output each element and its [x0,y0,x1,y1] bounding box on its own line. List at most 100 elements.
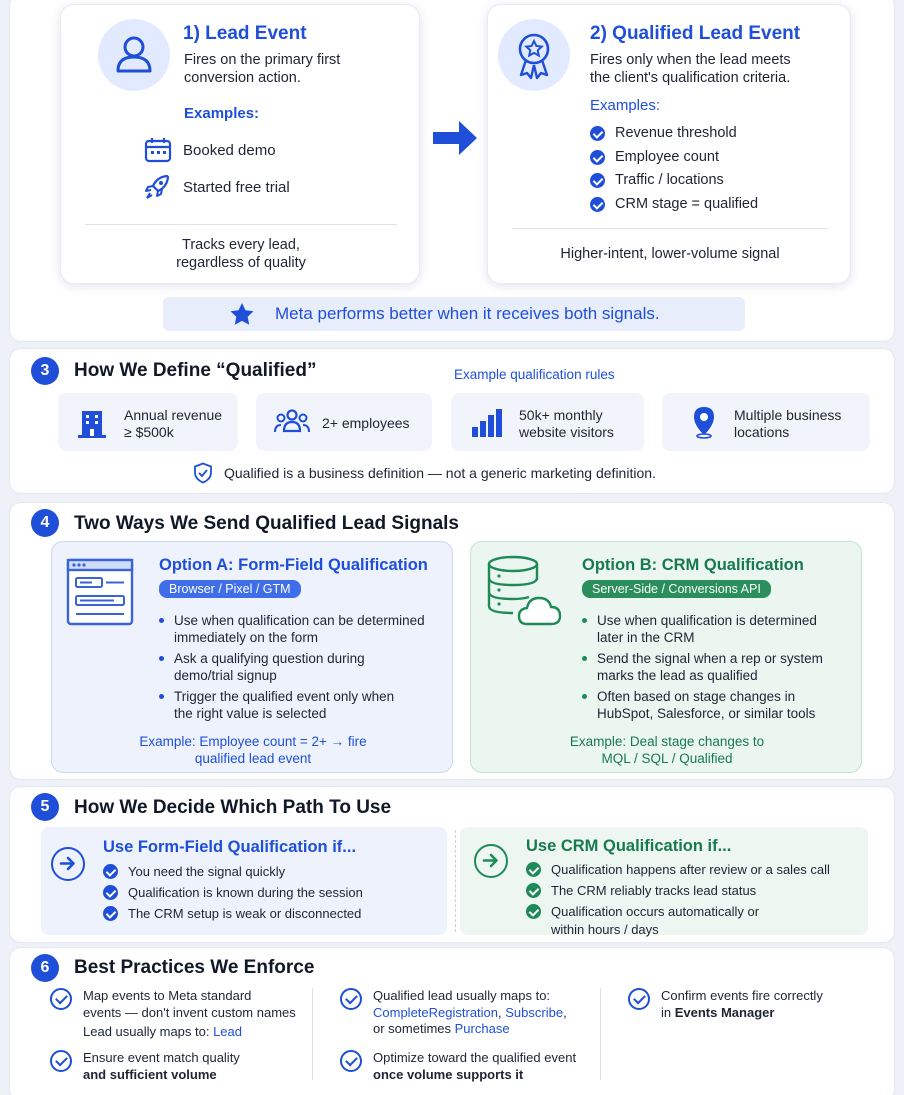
separator: , [563,1004,567,1020]
check-icon [526,904,541,919]
note-text: Qualified is a business definition — not… [224,465,656,481]
item-label: Qualification occurs automatically or [551,904,760,919]
bar-chart-icon [472,409,502,437]
option-a-bullet: Ask a qualifying question during demo/tri… [159,650,365,684]
practice-line: Optimize toward the qualified event [373,1050,577,1065]
building-icon [78,411,106,438]
qualified-desc-1: Fires only when the lead meets [590,52,791,68]
database-cloud-icon [487,555,562,626]
form-path-item: The CRM setup is weak or disconnected [103,906,361,921]
practice-line: Ensure event match quality [83,1050,240,1065]
bullet-line: the right value is selected [174,706,327,721]
web-form-icon [66,558,134,626]
crm-path-item: Qualification occurs automatically or [526,904,759,919]
section-4-title: Two Ways We Send Qualified Lead Signals [74,513,460,534]
event-name: Purchase [454,1021,510,1036]
form-path-item: Qualification is known during the sessio… [103,885,363,900]
form-path-box: Use Form-Field Qualification if... You n… [41,827,447,935]
rule-tile-revenue: Annual revenue ≥ $500k [58,393,238,451]
qualified-example: Traffic / locations [590,172,724,189]
example-label: Booked demo [183,141,276,159]
qualified-desc-2: the client's qualification criteria. [590,70,791,86]
bullet-line: Often based on stage changes in [597,689,796,704]
event-name: Subscribe [505,1004,564,1020]
divider [600,988,601,1080]
divider [455,830,456,932]
section-number: 5 [31,793,59,821]
person-icon [98,19,170,91]
practice-line: Confirm events fire correctly [661,988,823,1003]
both-signals-banner: Meta performs better when it receives bo… [163,297,745,331]
check-icon [590,126,605,141]
lead-footer-1: Tracks every lead, [182,237,300,253]
crm-path-title: Use CRM Qualification if... [526,837,732,855]
crm-path-box: Use CRM Qualification if... Qualificatio… [460,827,868,937]
example-label: CRM stage = qualified [615,196,759,212]
practice-item: Qualified lead usually maps to:CompleteR… [340,988,567,1038]
section-number: 3 [31,357,59,385]
practice-line: in [661,1004,675,1020]
banner-text: Meta performs better when it receives bo… [275,304,660,323]
qualified-example: Revenue threshold [590,125,737,142]
bullet-line: immediately on the form [174,630,319,645]
item-label: The CRM setup is weak or disconnected [128,906,362,921]
option-a-card: Option A: Form-Field Qualification Brows… [51,541,453,773]
check-icon [590,150,605,165]
qualified-examples-label: Examples: [590,97,661,114]
check-icon [526,862,541,877]
example-label: Revenue threshold [615,125,737,141]
check-icon [103,864,118,879]
form-path-title: Use Form-Field Qualification if... [103,838,357,856]
rule-tile-locations: Multiple business locations [662,393,870,451]
lead-event-desc-1: Fires on the primary first [184,52,341,68]
practice-line: Lead usually maps to: [83,1024,214,1039]
check-icon [590,197,605,212]
rule-tile-traffic: 50k+ monthly website visitors [451,393,644,451]
rule-line-2: locations [734,424,790,440]
rule-line-1: 50k+ monthly [519,407,603,423]
example-line: qualified lead event [194,750,312,766]
practice-line: and sufficient volume [83,1066,217,1082]
section-number: 4 [31,509,59,537]
rule-line-1: Multiple business [734,407,842,423]
option-a-pill: Browser / Pixel / GTM [159,580,301,598]
bullet-line: Send the signal when a rep or system [597,651,823,666]
item-label: Qualification is known during the sessio… [128,885,363,900]
rule-line-2: ≥ $500k [124,424,174,440]
qualified-footer: Higher-intent, lower-volume signal [560,246,780,262]
check-icon [526,883,541,898]
section-3-title: How We Define “Qualified” [74,360,317,381]
bullet-line: Use when qualification can be determined [174,613,425,628]
item-label-continued: within hours / days [551,922,659,937]
qualified-example: Employee count [590,149,719,166]
practice-line: once volume supports it [373,1066,524,1082]
bullet-line: demo/trial signup [174,668,277,683]
people-icon [274,409,310,433]
lead-examples-label: Examples: [184,105,260,122]
option-b-pill: Server-Side / Conversions API [582,580,771,598]
form-path-item: You need the signal quickly [103,864,285,879]
lead-footer-2: regardless of quality [176,255,306,271]
rule-line-1: Annual revenue [124,407,223,423]
example-booked-demo: Booked demo [143,136,276,164]
item-label: You need the signal quickly [128,864,286,879]
option-b-title: Option B: CRM Qualification [582,556,804,574]
example-label: Started free trial [183,178,290,196]
qualified-example: CRM stage = qualified [590,196,758,213]
check-icon [590,173,605,188]
arrow-circle-icon [474,844,508,878]
bullet-line: Use when qualification is determined [597,613,817,628]
example-line: MQL / SQL / Qualified [601,750,733,766]
bullet-line: Ask a qualifying question during [174,651,365,666]
rule-line-2: website visitors [519,424,614,440]
star-icon [230,303,254,325]
check-circle-icon [340,988,362,1010]
qualified-event-card: 2) Qualified Lead Event Fires only when … [487,4,851,284]
bullet-line: Trigger the qualified event only when [174,689,395,704]
option-b-card: Option B: CRM Qualification Server-Side … [470,541,862,773]
